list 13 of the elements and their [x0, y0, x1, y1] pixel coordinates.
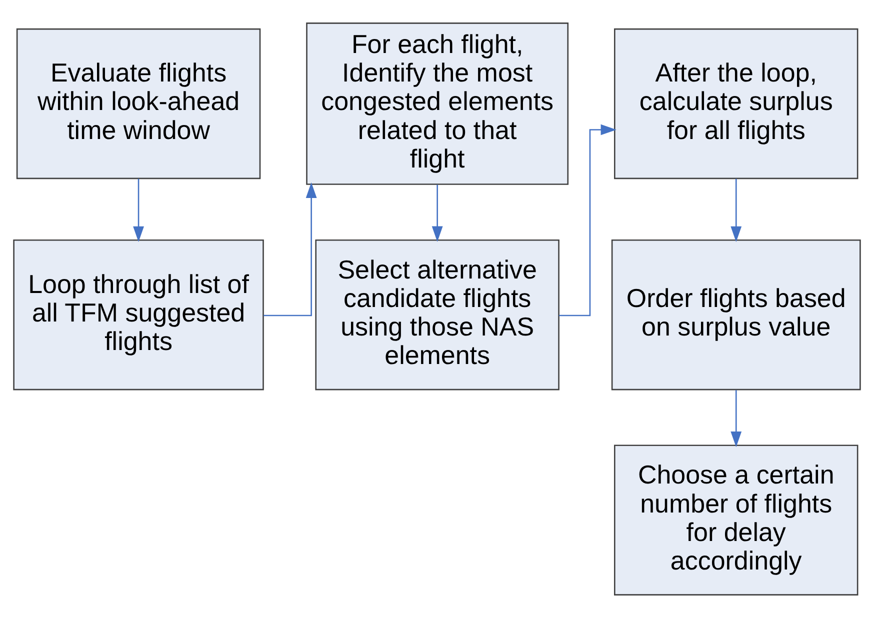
arrow [432, 184, 443, 242]
arrow [264, 182, 317, 316]
arrow [730, 390, 742, 447]
node-box: Loop through list of all TFM suggested flights [13, 239, 264, 390]
node-box: After the loop, calculate surplus for all flights [614, 28, 858, 179]
arrow [133, 178, 144, 242]
node-box: Order flights based on surplus value [611, 239, 861, 390]
node-box: Evaluate flights within look-ahead time window [16, 28, 261, 179]
node-box: Select alternative candidate flights using those NAS elements [315, 239, 560, 390]
node-box: Choose a certain number of flights for delay accordingly [614, 444, 858, 595]
arrow [559, 124, 616, 316]
node-box: For each flight, Identify the most congested elements related to that flight [306, 22, 569, 184]
arrow [730, 178, 742, 242]
